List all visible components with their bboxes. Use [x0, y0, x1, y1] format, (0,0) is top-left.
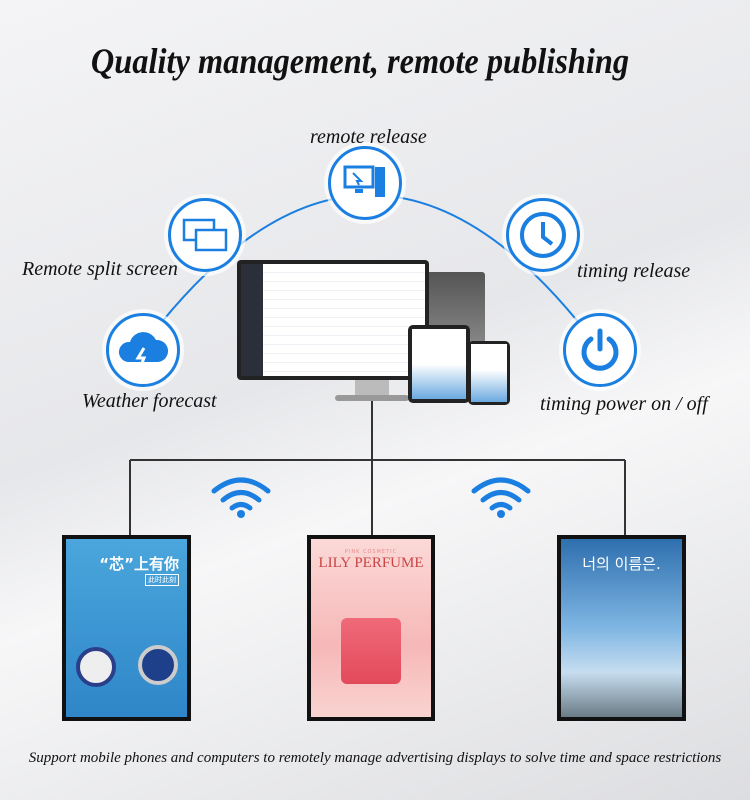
- display-headline: 너의 이름은.: [582, 555, 661, 573]
- page-title: Quality management, remote publishing: [90, 41, 630, 81]
- display-perfume-ad: PINK COSMETIC LILY PERFUME: [307, 535, 435, 721]
- watch-image: [76, 647, 116, 687]
- display-sub: 此时此刻: [145, 574, 179, 586]
- monitor-base: [335, 395, 409, 401]
- monitor: [237, 260, 429, 380]
- display-kicker: PINK COSMETIC: [344, 549, 398, 555]
- label-timing-release: timing release: [577, 260, 691, 282]
- label-weather: Weather forecast: [82, 390, 217, 412]
- label-power: timing power on / off: [540, 393, 708, 415]
- wifi-icon: [471, 477, 531, 518]
- display-movie-poster: 너의 이름은.: [557, 535, 686, 721]
- tablet: [408, 325, 470, 403]
- display-watch-ad: “芯”上有你 此时此刻: [62, 535, 191, 721]
- display-headline: LILY PERFUME: [318, 555, 424, 571]
- phone: [468, 341, 510, 405]
- wifi-icon: [211, 477, 271, 518]
- power-icon: [563, 313, 637, 387]
- watch-image: [138, 645, 178, 685]
- monitor-stand: [355, 380, 389, 396]
- footer-caption: Support mobile phones and computers to r…: [28, 750, 722, 766]
- remote-release-icon: [328, 146, 402, 220]
- weather-cloud-icon: [106, 313, 180, 387]
- label-remote-release: remote release: [310, 126, 427, 148]
- label-split-screen: Remote split screen: [22, 258, 178, 280]
- clock-icon: [506, 198, 580, 272]
- monitor-screen: [241, 264, 425, 376]
- display-headline: “芯”上有你: [99, 555, 179, 573]
- split-screen-icon: [168, 198, 242, 272]
- perfume-bottle-image: [341, 618, 401, 684]
